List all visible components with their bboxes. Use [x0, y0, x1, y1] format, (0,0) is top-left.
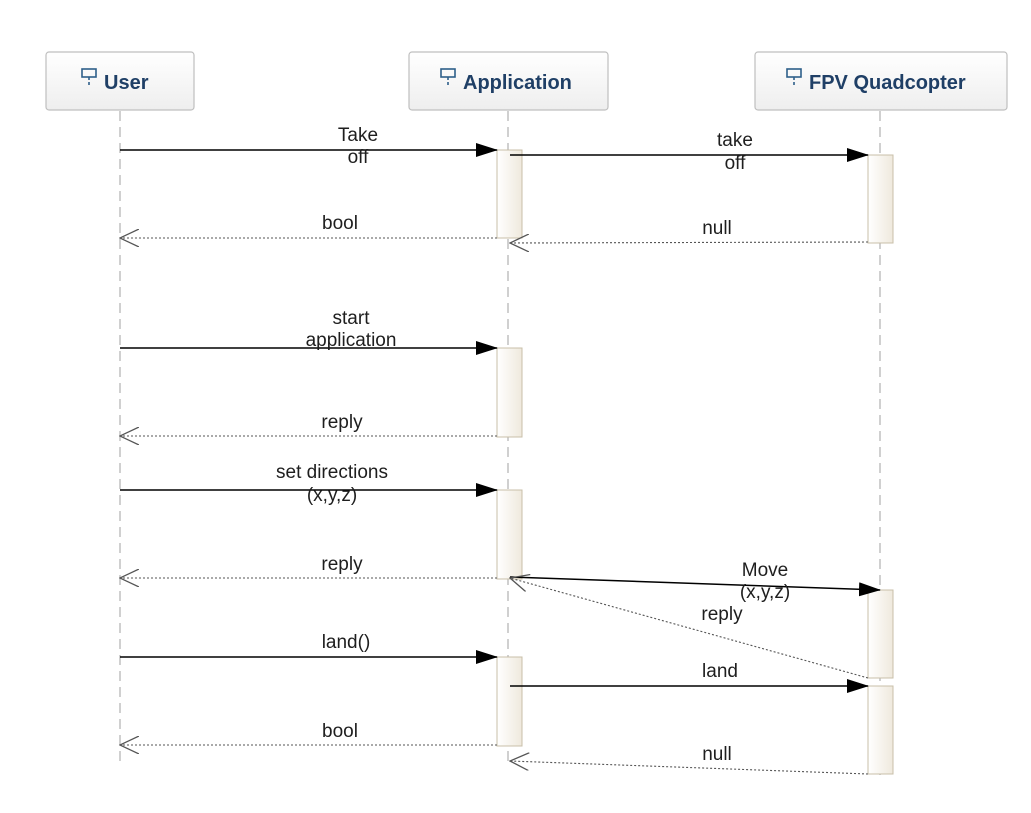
participant-name: FPV Quadcopter [809, 72, 966, 94]
message-label: start [333, 308, 371, 329]
message-label: application [306, 330, 397, 351]
message-label: off [348, 147, 370, 168]
message-label: Take [338, 125, 378, 146]
message-arrows [120, 143, 881, 775]
activation-bar [867, 685, 894, 775]
participant-name: Application [463, 72, 572, 94]
participant-application[interactable]: Application [408, 51, 609, 111]
message-label: reply [321, 412, 363, 433]
activation-bar [867, 154, 894, 244]
message-label: bool [322, 721, 358, 742]
activation-bar [496, 489, 523, 580]
message-label: off [725, 153, 747, 174]
activations [496, 149, 894, 775]
message-label: null [702, 218, 732, 239]
message-label: land [702, 661, 738, 682]
participant-name: User [104, 72, 149, 94]
message-label: take [717, 130, 753, 151]
activation-bar [496, 149, 523, 239]
message-label: Move [742, 560, 788, 581]
reply-arrow-null [510, 242, 869, 243]
message-label: null [702, 744, 732, 765]
lifeline-icon [81, 68, 97, 87]
message-label: reply [701, 604, 743, 625]
participant-user[interactable]: User [45, 51, 195, 111]
message-label: (x,y,z) [307, 485, 357, 506]
message-label: set directions [276, 462, 388, 483]
activation-bar [496, 347, 523, 438]
message-label: reply [321, 554, 363, 575]
message-arrow-move [509, 576, 881, 597]
activation-bar [496, 656, 523, 747]
reply-arrow-null-final [510, 761, 869, 775]
lifeline-icon [786, 68, 802, 87]
message-label: bool [322, 213, 358, 234]
message-labels: Take off take off null bool start applic… [276, 125, 790, 765]
message-label: (x,y,z) [740, 582, 790, 603]
participant-fpv-quadcopter[interactable]: FPV Quadcopter [754, 51, 1008, 111]
message-label: land() [322, 632, 371, 653]
reply-arrow-reply-quad [510, 578, 869, 679]
activation-bar [867, 589, 894, 679]
lifeline-icon [440, 68, 456, 87]
